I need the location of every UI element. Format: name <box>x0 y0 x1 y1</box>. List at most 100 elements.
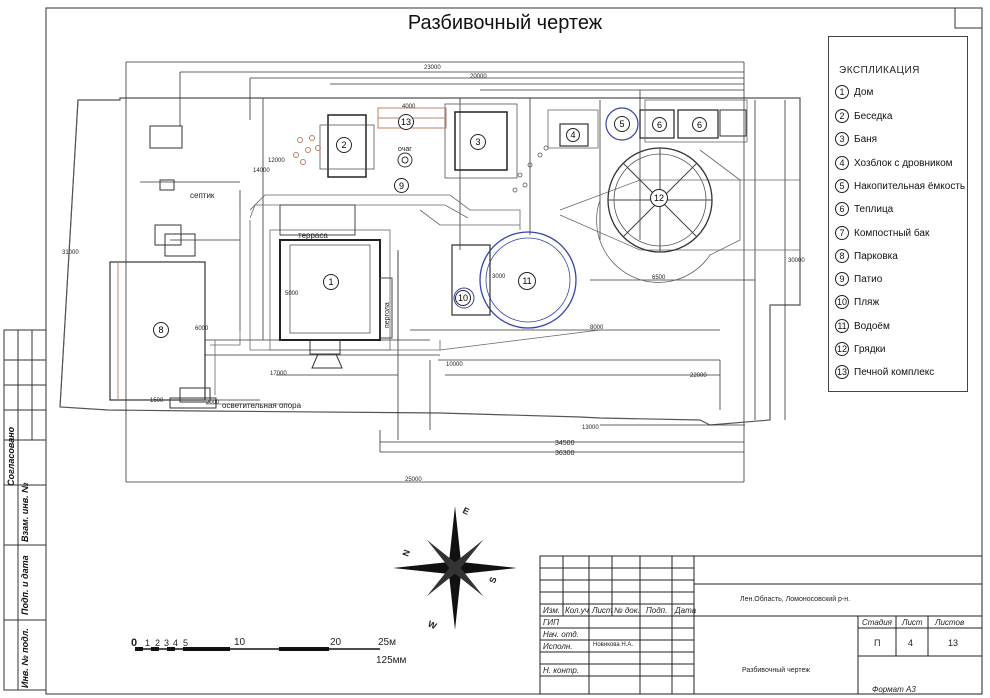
pergola-label: пергола <box>384 302 391 328</box>
dim-label: 2000 <box>206 400 220 406</box>
scale-tick: 10 <box>234 637 246 648</box>
lighting-pole-label: осветительная опора <box>222 401 302 410</box>
title-block-grid <box>539 555 983 695</box>
tb-header: Кол.уч <box>565 606 589 615</box>
tb-sheets: 13 <box>948 638 959 648</box>
parking-outline <box>109 261 206 401</box>
plan-marker-stove: 13 <box>398 114 414 130</box>
tb-header: Лист <box>592 606 613 615</box>
tb-role: Нач. отд. <box>543 630 579 639</box>
tb-header: Дата <box>675 606 697 615</box>
plan-marker-gazebo: 2 <box>336 137 352 153</box>
scale-tick: 4 <box>173 638 179 648</box>
explication-item: 1 Дом <box>835 83 873 101</box>
item-number: 1 <box>835 85 849 99</box>
item-label: Парковка <box>854 250 898 262</box>
plan-marker-house: 1 <box>323 274 339 290</box>
dim-label: 6000 <box>195 326 209 332</box>
tb-sheet: 4 <box>908 638 914 648</box>
item-label: Компостный бак <box>854 227 930 239</box>
item-label: Патио <box>854 273 883 285</box>
plan-marker-beds: 12 <box>650 189 668 207</box>
item-number: 11 <box>835 319 849 333</box>
scale-tick: 5 <box>183 638 189 648</box>
tb-header: № док. <box>614 606 640 615</box>
plan-marker-parking: 8 <box>153 322 169 338</box>
paving <box>204 179 800 395</box>
scale-tick: 3 <box>164 638 170 648</box>
tb-executor: Новикова Н.А. <box>593 642 634 648</box>
explication-item: 10 Пляж <box>835 293 879 311</box>
dim-label: 34500 <box>555 440 575 447</box>
item-label: Печной комплекс <box>854 366 935 378</box>
plan-marker-greenhouse: 6 <box>652 117 667 132</box>
item-label: Дом <box>854 86 874 98</box>
dim-label: 4000 <box>402 104 416 110</box>
item-number: 10 <box>835 295 849 309</box>
dim-label: 25000 <box>405 477 422 483</box>
stamp-inv-orig: Инв. № подл. <box>20 628 30 688</box>
gazebo-outline <box>327 114 367 178</box>
tb-role: Н. контр. <box>543 666 580 675</box>
house-outline <box>279 239 381 341</box>
dim-label: 6500 <box>652 275 666 281</box>
dim-label: 22000 <box>690 373 707 379</box>
explication-item: 11 Водоём <box>835 317 890 335</box>
tb-stage-label: Стадия <box>862 618 892 627</box>
dim-label: 10000 <box>446 362 463 368</box>
plan-marker-patio: 9 <box>394 178 409 193</box>
left-stamp <box>3 329 47 691</box>
scale-bar <box>135 647 380 651</box>
item-label: Водоём <box>854 320 890 332</box>
stamp-sign-date: Подп. и дата <box>20 555 30 615</box>
dim-label: 1500 <box>150 398 164 404</box>
item-number: 13 <box>835 365 849 379</box>
tb-header: Изм. <box>543 606 561 615</box>
dim-label: 20000 <box>470 74 487 80</box>
explication-heading: ЭКСПЛИКАЦИЯ <box>839 65 920 76</box>
dim-label: 12000 <box>268 158 285 164</box>
dim-label: 36300 <box>555 450 575 457</box>
compass-rose <box>393 506 517 630</box>
item-label: Пляж <box>854 296 880 308</box>
pond-outer <box>479 231 577 329</box>
tb-format: Формат А3 <box>872 685 916 694</box>
plan-marker-beach: 10 <box>455 290 471 306</box>
dim-label: 5000 <box>285 291 299 297</box>
plan-marker-greenhouse-2: 6 <box>692 117 707 132</box>
stamp-inv-no: Взам. инв. № <box>20 482 30 542</box>
hearth-label: очаг <box>398 146 412 153</box>
tb-sheet-label: Лист <box>902 618 923 627</box>
scale-tick: 25м <box>378 637 396 648</box>
plan-marker-bath: 3 <box>470 134 486 150</box>
scale-tick: 2 <box>155 638 161 648</box>
tb-stage: П <box>874 638 881 648</box>
item-number: 5 <box>835 179 849 193</box>
tb-sheets-label: Листов <box>935 618 965 627</box>
item-number: 9 <box>835 272 849 286</box>
explication-item: 8 Парковка <box>835 247 898 265</box>
item-number: 3 <box>835 132 849 146</box>
item-number: 8 <box>835 249 849 263</box>
bath-outline <box>454 111 508 171</box>
tb-sheet-title: Разбивочный чертеж <box>742 667 810 674</box>
terrace-label: терраса <box>298 231 328 240</box>
plan-marker-hozblok: 4 <box>566 128 580 142</box>
dim-label: 14000 <box>253 168 270 174</box>
drawing-title: Разбивочный чертеж <box>407 12 603 34</box>
plan-marker-tank: 5 <box>614 116 630 132</box>
dim-label: 3000 <box>492 274 506 280</box>
item-label: Теплица <box>854 203 894 215</box>
item-number: 2 <box>835 109 849 123</box>
item-label: Хозблок с дровником <box>854 157 953 169</box>
tb-role: Исполн. <box>543 642 573 651</box>
item-number: 7 <box>835 226 849 240</box>
